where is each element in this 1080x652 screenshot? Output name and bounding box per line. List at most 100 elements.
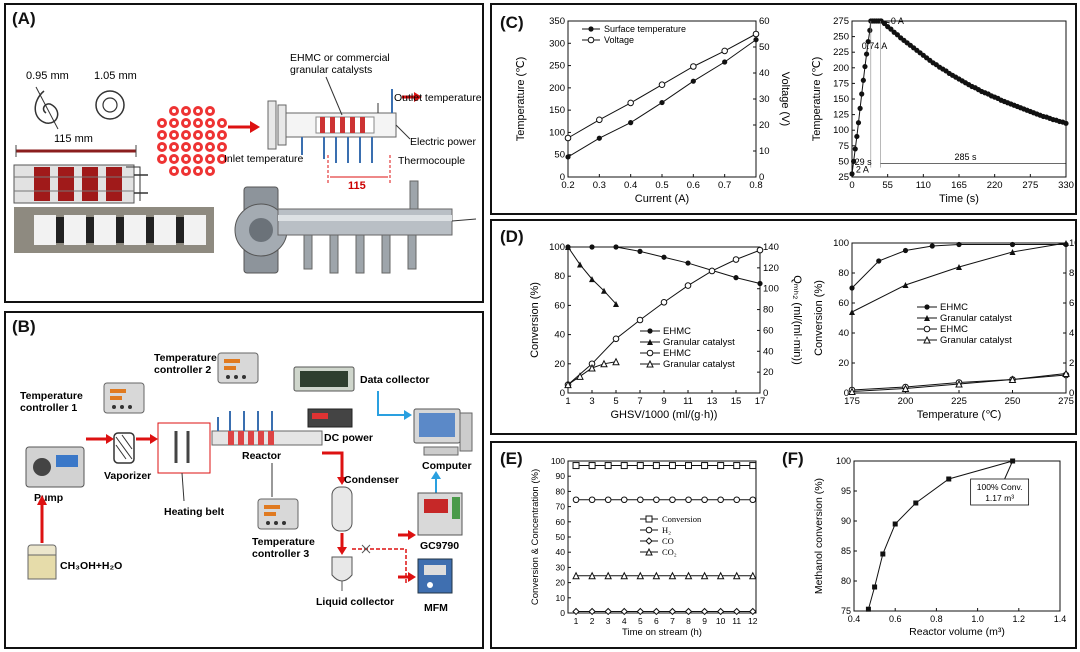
y2-tick-label: 140 [763,242,779,253]
x-tick-label: 165 [951,180,967,191]
data-point [588,26,594,32]
x-tick-label: 3 [589,396,594,407]
y-tick-label: 20 [838,358,849,369]
data-point [685,462,693,470]
y-tick-label: 125 [833,110,849,121]
y-tick-label: 100 [833,238,849,249]
tc3-label-b: controller 3 [252,548,309,560]
y2-tick-label: 30 [759,94,770,105]
data-point [645,547,653,556]
ring-hole [208,145,212,149]
data-point [716,571,725,580]
data-point [708,267,716,275]
thermocouple-label: Thermocouple [398,155,465,167]
ring-hole [220,157,224,161]
legend-label: Conversion [662,514,702,524]
annotation-text: 1.17 m³ [985,493,1014,503]
y-tick-label: 225 [833,47,849,58]
legend-label: EHMC [940,302,968,313]
y-axis-label: Conversion (%) [813,280,825,356]
data-point [863,51,870,57]
data-point [620,496,628,504]
ring-hole [208,133,212,137]
data-point [668,462,676,470]
x-axis-label: GHSV/1000 (ml/(g·h)) [611,409,718,421]
annotation: 100% Conv.1.17 m³ [970,460,1030,506]
data-point [888,26,894,32]
legend-label: Surface temperature [604,24,686,34]
y-tick-label: 150 [549,105,565,116]
y-tick-label: 80 [841,576,851,586]
data-point [717,462,725,470]
data-point [700,571,709,580]
data-point [604,607,612,616]
x-tick-label: 1 [574,616,579,626]
data-point [956,264,962,270]
y-axis-label: Methanol conversion (%) [813,478,825,594]
ring-hole [160,157,164,161]
ring-hole [220,133,224,137]
data-point [862,63,868,70]
y2-tick-label: 0 [759,172,764,183]
legend-label: EHMC [940,324,968,335]
x-tick-label: 0.5 [655,180,668,191]
mfm-icon [417,558,453,594]
data-point [636,462,644,470]
y-tick-label: 250 [833,32,849,43]
y-tick-label: 100 [833,125,849,136]
y-tick-label: 200 [833,63,849,74]
panel-label: (C) [500,13,524,32]
y-tick-label: 0 [560,608,565,618]
data-point [668,571,677,580]
annotation-line [881,20,890,24]
dc-power-label: DC power [324,432,373,444]
data-point [587,36,595,44]
y-tick-label: 90 [841,516,851,526]
legend-label: H₂ [662,525,671,535]
x-axis-label: Reactor volume (m³) [909,626,1005,638]
data-point [929,243,935,249]
ring-hole [172,109,176,113]
ring-hole [160,133,164,137]
feed-label: CH₃OH+H₂O [60,560,122,572]
data-point [894,32,900,38]
y-tick-label: 0 [560,388,565,399]
catalyst-label-1: EHMC or commercial [290,52,390,64]
y-tick-label: 80 [556,486,566,496]
data-collector-icon [293,366,355,392]
data-point [849,285,855,291]
y-axis-label: Temperature (℃) [515,57,527,142]
gc9790-icon [417,492,463,536]
data-point [589,244,595,250]
ring-hole [172,145,176,149]
tc2-label-a: Temperature [154,352,217,364]
x-tick-label: 1 [565,396,570,407]
ring-hole [196,157,200,161]
data-point [955,379,963,388]
x-axis-label: Current (A) [635,193,689,205]
y2-tick-label: 2 [1069,358,1074,369]
data-point [577,261,583,268]
y-tick-label: 70 [556,502,566,512]
data-point [600,359,608,368]
panel-b: (B) Temperature controller 1 Temperature… [4,311,484,649]
x-tick-label: 9 [661,396,666,407]
heating-belt-label: Heating belt [164,506,225,518]
panel-label-e: (E) [500,449,523,468]
data-point [604,571,612,580]
data-point [572,607,580,616]
data-point [902,282,909,288]
data-point [564,134,572,142]
data-point [601,287,607,294]
x-tick-label: 0.6 [889,614,902,624]
data-point [636,607,645,616]
data-point [849,171,855,177]
x-tick-label: 4 [622,616,627,626]
computer-label: Computer [422,460,472,472]
data-point [565,244,571,250]
process-diagram: Temperature controller 1 Temperature con… [20,352,473,614]
